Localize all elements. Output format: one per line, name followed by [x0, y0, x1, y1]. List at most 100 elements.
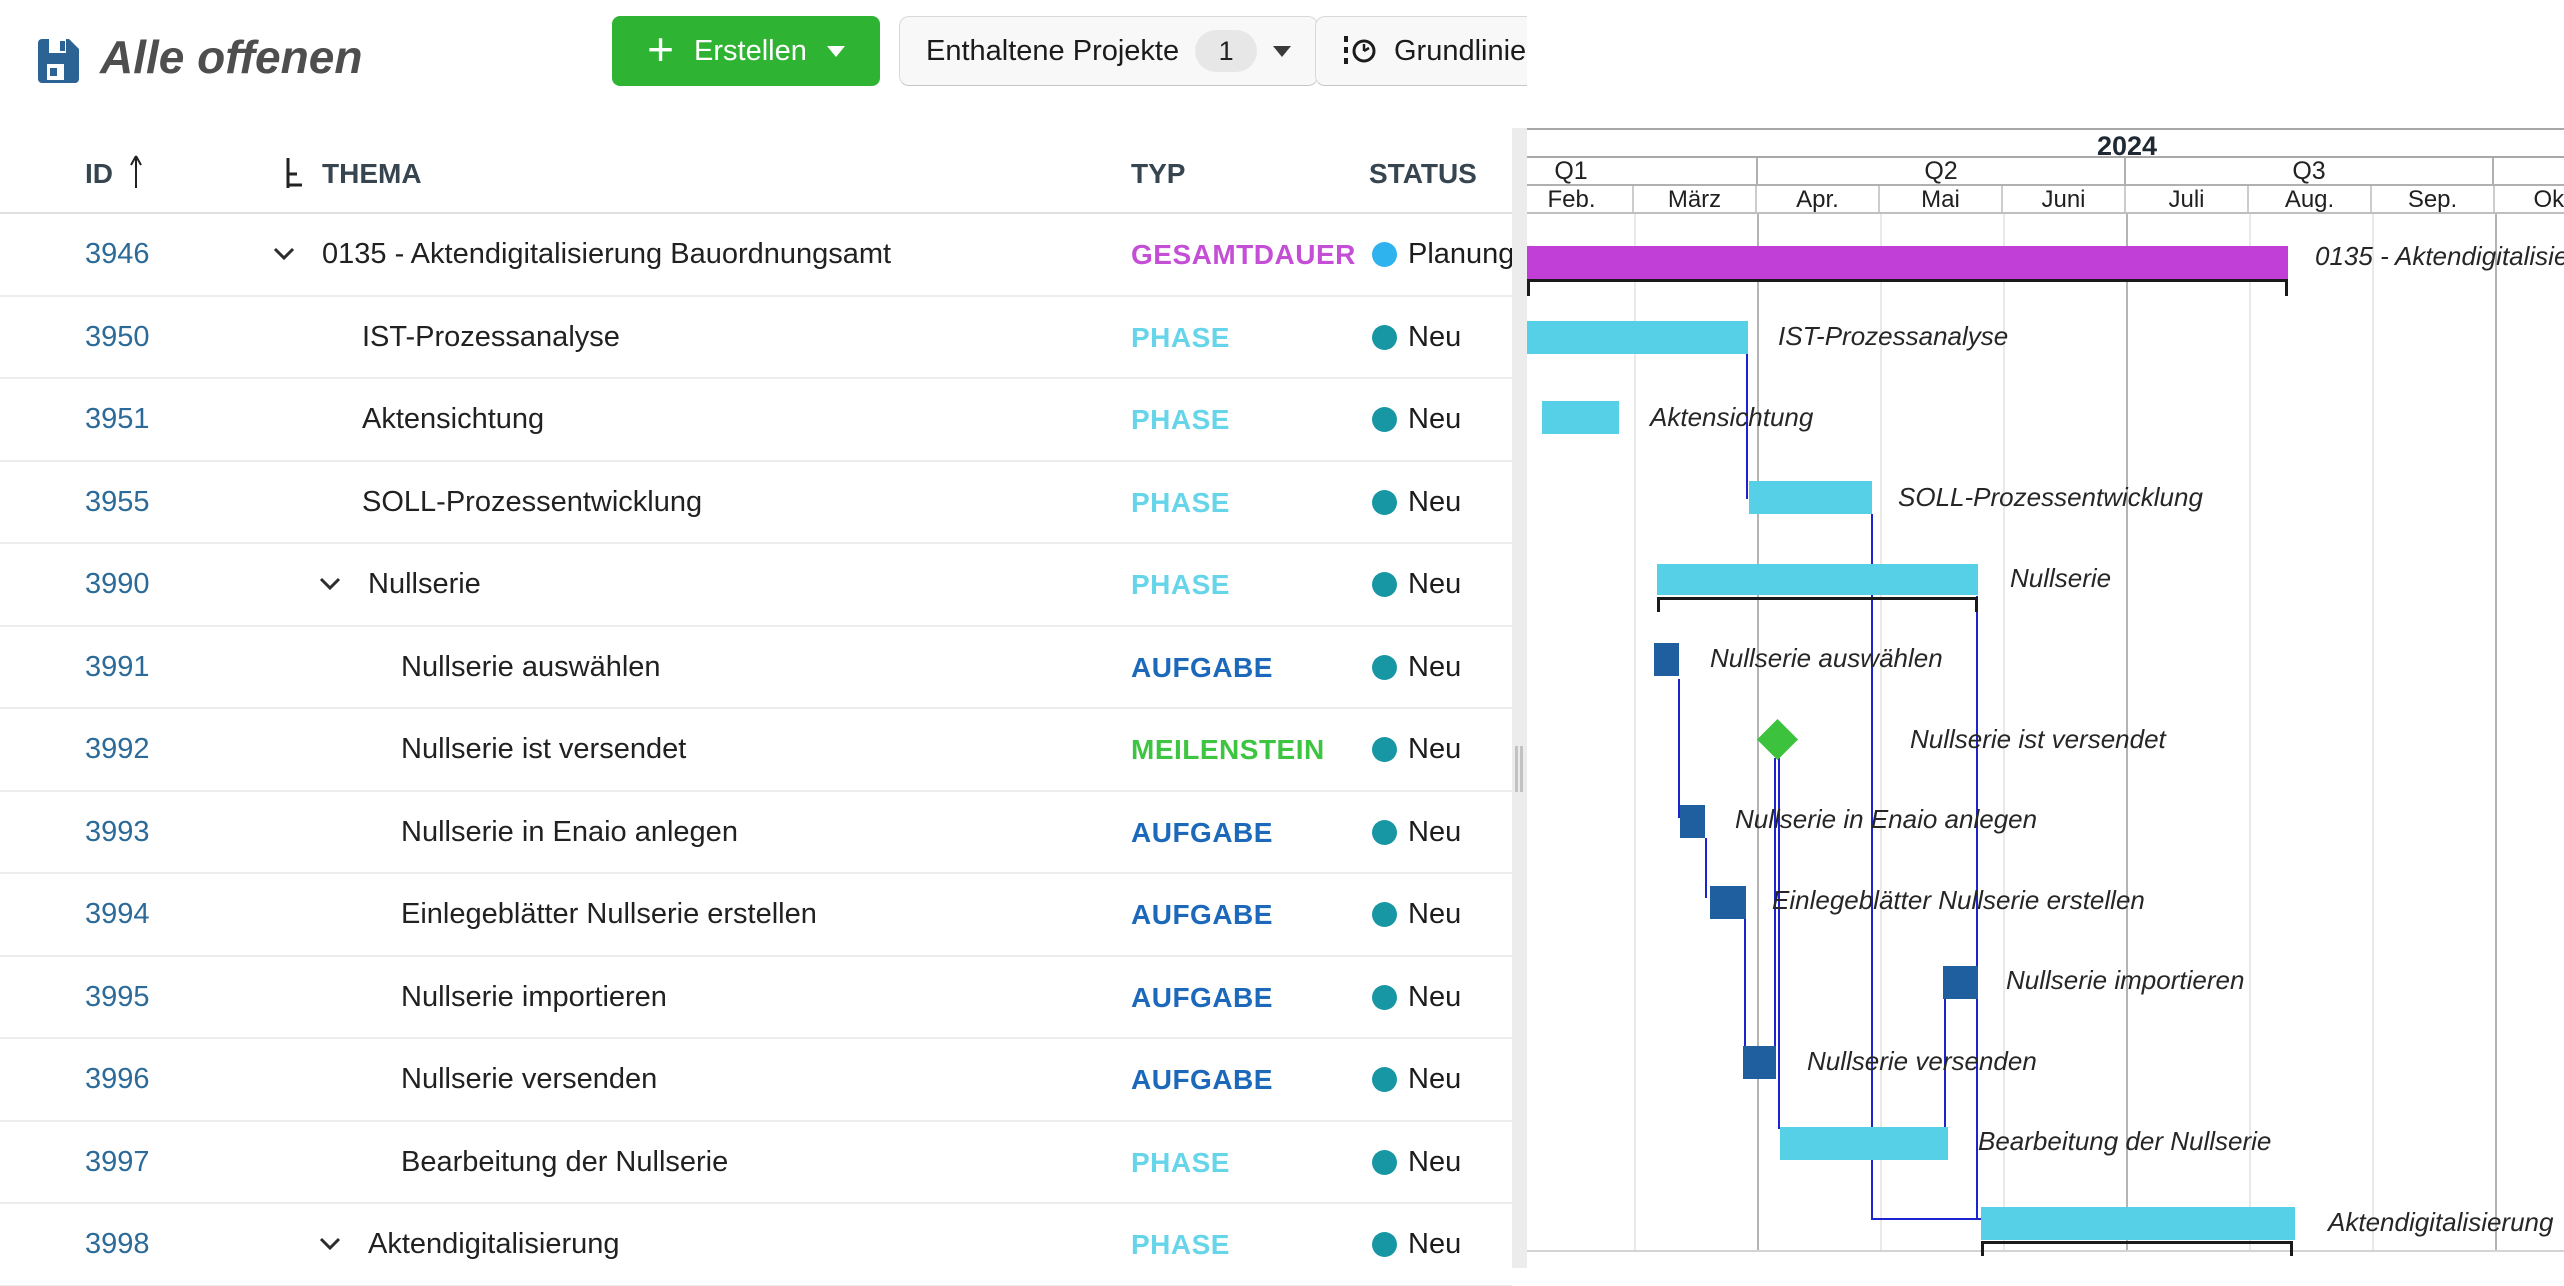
create-button-label: Erstellen [694, 34, 807, 67]
gantt-bar-task[interactable] [1943, 966, 1978, 999]
column-header-id[interactable]: ID [85, 158, 113, 189]
gantt-bar-task[interactable] [1654, 643, 1679, 676]
table-row[interactable]: 3991 Nullserie auswählen AUFGABE Neu [0, 626, 1512, 709]
baseline-label: Grundlinie [1394, 34, 1527, 67]
status-label: Neu [1408, 1228, 1462, 1260]
work-item-id-link[interactable]: 3997 [85, 1145, 150, 1178]
baseline-icon [1342, 34, 1378, 68]
month-cell: Mai [1880, 186, 2003, 213]
table-row[interactable]: 3992 Nullserie ist versendet MEILENSTEIN… [0, 709, 1512, 792]
work-item-id-link[interactable]: 3951 [85, 403, 150, 435]
column-header-thema[interactable]: THEMA [322, 158, 422, 189]
type-label: PHASE [1131, 404, 1230, 435]
work-item-id-link[interactable]: 3994 [85, 898, 150, 930]
work-item-title: IST-Prozessanalyse [362, 320, 620, 353]
month-cell: Sep. [2372, 186, 2495, 213]
chevron-down-icon[interactable] [318, 1236, 342, 1252]
table-row[interactable]: 3946 0135 - Aktendigitalisierung Bauordn… [0, 214, 1512, 297]
work-item-title: Nullserie [368, 568, 481, 600]
included-projects-count-badge: 1 [1195, 30, 1258, 72]
table-gantt-splitter[interactable] [1512, 128, 1527, 1268]
quarter-cell [2494, 158, 2564, 184]
gantt-bar-task[interactable] [1710, 886, 1746, 919]
work-item-id-link[interactable]: 3993 [85, 815, 150, 848]
dependency-line [1744, 918, 1746, 1056]
chevron-down-icon [1273, 45, 1292, 57]
status-dot [1372, 242, 1397, 267]
gantt-bar-phase[interactable] [1542, 401, 1619, 434]
status-label: Planung a [1408, 238, 1512, 270]
save-icon[interactable] [36, 36, 82, 86]
work-item-id-link[interactable]: 3946 [85, 238, 150, 270]
gantt-chart: 2024 Q1 Q2 Q3 Feb. März Apr. Mai Juni Ju… [1527, 0, 2564, 1286]
table-row[interactable]: 3993 Nullserie in Enaio anlegen AUFGABE … [0, 791, 1512, 874]
dependency-line [1678, 679, 1680, 818]
table-row[interactable]: 3950 IST-Prozessanalyse PHASE Neu [0, 296, 1512, 379]
gantt-label: Aktensichtung [1650, 402, 1814, 432]
gantt-label: Nullserie importieren [2006, 965, 2245, 995]
month-cell: Okt. [2495, 186, 2564, 213]
chevron-down-icon[interactable] [318, 576, 342, 592]
work-item-id-link[interactable]: 3950 [85, 320, 150, 353]
work-item-title: Nullserie importieren [401, 980, 667, 1013]
hierarchy-icon[interactable] [283, 154, 309, 194]
work-item-title: Aktendigitalisierung [368, 1228, 620, 1260]
gantt-year-label: 2024 [2096, 131, 2158, 161]
gantt-bar-phase[interactable] [1657, 564, 1978, 595]
splitter-handle[interactable] [1514, 746, 1524, 792]
included-projects-dropdown[interactable]: Enthaltene Projekte 1 [899, 16, 1319, 86]
work-item-title: Aktensichtung [362, 403, 545, 435]
column-header-typ[interactable]: TYP [1131, 158, 1186, 189]
gantt-bar-phase[interactable] [1527, 321, 1748, 354]
gantt-bar-task[interactable] [1680, 805, 1705, 838]
type-label: PHASE [1131, 1146, 1230, 1178]
status-dot [1372, 324, 1397, 350]
gantt-bar-summary[interactable] [1527, 246, 2288, 279]
type-label: MEILENSTEIN [1131, 734, 1325, 765]
table-row[interactable]: 3955 SOLL-Prozessentwicklung PHASE Neu [0, 461, 1512, 544]
gantt-bar-phase[interactable] [1780, 1127, 1948, 1160]
status-dot [1372, 572, 1397, 597]
gantt-baseline-tick [1981, 1241, 1984, 1256]
dependency-line [1976, 596, 1978, 1220]
table-row[interactable]: 3994 Einlegeblätter Nullserie erstellen … [0, 874, 1512, 957]
status-label: Neu [1408, 403, 1462, 435]
work-item-id-link[interactable]: 3995 [85, 980, 150, 1013]
gantt-bottom-border [1527, 1250, 2564, 1252]
table-row[interactable]: 3995 Nullserie importieren AUFGABE Neu [0, 956, 1512, 1039]
gantt-baseline-tick [1527, 279, 1530, 296]
work-item-title: Nullserie auswählen [401, 650, 661, 683]
status-label: Neu [1408, 320, 1462, 353]
grid-line [2003, 214, 2005, 1250]
type-label: GESAMTDAUER [1131, 239, 1356, 270]
table-row[interactable]: 3998 Aktendigitalisierung PHASE Neu [0, 1204, 1512, 1286]
status-dot [1372, 1149, 1397, 1175]
gantt-milestone-diamond[interactable] [1756, 718, 1799, 761]
status-label: Neu [1408, 815, 1462, 848]
gantt-label: Einlegeblätter Nullserie erstellen [1772, 885, 2145, 915]
work-item-id-link[interactable]: 3996 [85, 1063, 150, 1095]
column-header-status[interactable]: STATUS [1369, 158, 1477, 189]
gantt-baseline-line [1657, 597, 1978, 600]
table-row[interactable]: 3996 Nullserie versenden AUFGABE Neu [0, 1039, 1512, 1122]
work-item-id-link[interactable]: 3955 [85, 485, 150, 518]
gantt-bar-phase[interactable] [1981, 1207, 2295, 1240]
grid-line-quarter [2495, 214, 2497, 1250]
sort-ascending-icon[interactable] [126, 152, 146, 192]
gantt-baseline-line [1981, 1241, 2293, 1244]
gantt-bar-task[interactable] [1743, 1046, 1776, 1079]
create-button[interactable]: + Erstellen [612, 16, 880, 86]
work-item-id-link[interactable]: 3998 [85, 1228, 150, 1260]
gantt-baseline-tick [1975, 597, 1978, 612]
table-row[interactable]: 3997 Bearbeitung der Nullserie PHASE Neu [0, 1121, 1512, 1204]
work-item-id-link[interactable]: 3990 [85, 568, 150, 600]
gantt-label: 0135 - Aktendigitalisierung Bauordnungsa… [2315, 241, 2564, 271]
work-item-id-link[interactable]: 3992 [85, 733, 150, 765]
work-item-id-link[interactable]: 3991 [85, 650, 150, 683]
table-row[interactable]: 3990 Nullserie PHASE Neu [0, 544, 1512, 627]
gantt-bar-phase[interactable] [1749, 481, 1872, 514]
dependency-line [1944, 998, 1946, 1144]
gantt-label: Nullserie auswählen [1710, 643, 1943, 673]
table-row[interactable]: 3951 Aktensichtung PHASE Neu [0, 379, 1512, 462]
chevron-down-icon[interactable] [272, 246, 296, 262]
